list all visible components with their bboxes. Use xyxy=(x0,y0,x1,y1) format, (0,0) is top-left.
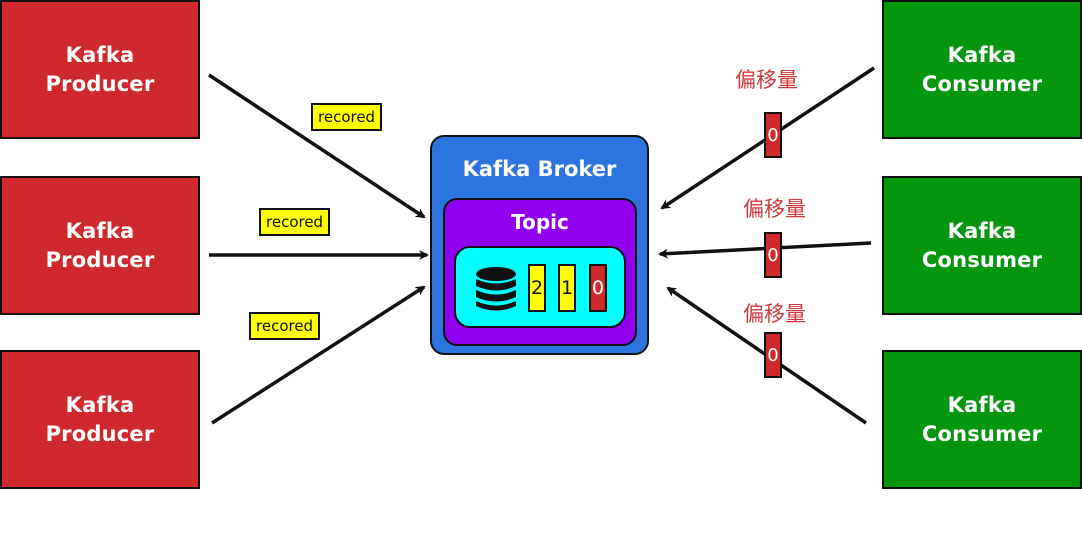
producer-box-1[interactable]: Kafka Producer xyxy=(0,0,200,139)
consumer-label-line2: Consumer xyxy=(921,247,1043,272)
offset-label-1: 偏移量 xyxy=(735,68,798,92)
consumer-box-2[interactable]: Kafka Consumer xyxy=(882,176,1082,315)
topic-title: Topic xyxy=(511,210,569,234)
consumer-label-line1: Kafka xyxy=(947,392,1017,417)
producer-label-line2: Producer xyxy=(45,247,155,272)
message-slot: 2 xyxy=(528,264,546,312)
database-icon xyxy=(476,267,516,311)
record-tag-3: recored xyxy=(249,312,321,340)
partition-box: 2 1 0 xyxy=(454,246,626,328)
record-tag-1: recored xyxy=(311,103,383,131)
consumer-label-line1: Kafka xyxy=(947,218,1017,243)
offset-label-2: 偏移量 xyxy=(743,197,806,221)
producer-box-3[interactable]: Kafka Producer xyxy=(0,350,200,489)
consumer-box-3[interactable]: Kafka Consumer xyxy=(882,350,1082,489)
producer-label-line1: Kafka xyxy=(65,218,135,243)
producer-label-line2: Producer xyxy=(45,421,155,446)
consumer-label-line2: Consumer xyxy=(921,71,1043,96)
offset-marker-3: 0 xyxy=(764,332,782,378)
consumer-label-line2: Consumer xyxy=(921,421,1043,446)
producer-3-arrow xyxy=(211,285,426,425)
producer-label-line1: Kafka xyxy=(65,42,135,67)
kafka-broker[interactable]: Kafka Broker Topic 2 1 0 xyxy=(430,135,649,355)
message-slot-current: 0 xyxy=(589,264,607,312)
offset-marker-2: 0 xyxy=(764,232,782,278)
producer-1-arrow xyxy=(208,73,426,219)
consumer-box-1[interactable]: Kafka Consumer xyxy=(882,0,1082,139)
broker-title: Kafka Broker xyxy=(462,157,617,181)
message-slot: 1 xyxy=(558,264,576,312)
topic-box[interactable]: Topic 2 1 0 xyxy=(443,198,637,346)
offset-marker-1: 0 xyxy=(764,112,782,158)
producer-box-2[interactable]: Kafka Producer xyxy=(0,176,200,315)
consumer-label-line1: Kafka xyxy=(947,42,1017,67)
record-tag-2: recored xyxy=(259,208,331,236)
producer-label-line2: Producer xyxy=(45,71,155,96)
producer-label-line1: Kafka xyxy=(65,392,135,417)
offset-label-3: 偏移量 xyxy=(743,302,806,326)
